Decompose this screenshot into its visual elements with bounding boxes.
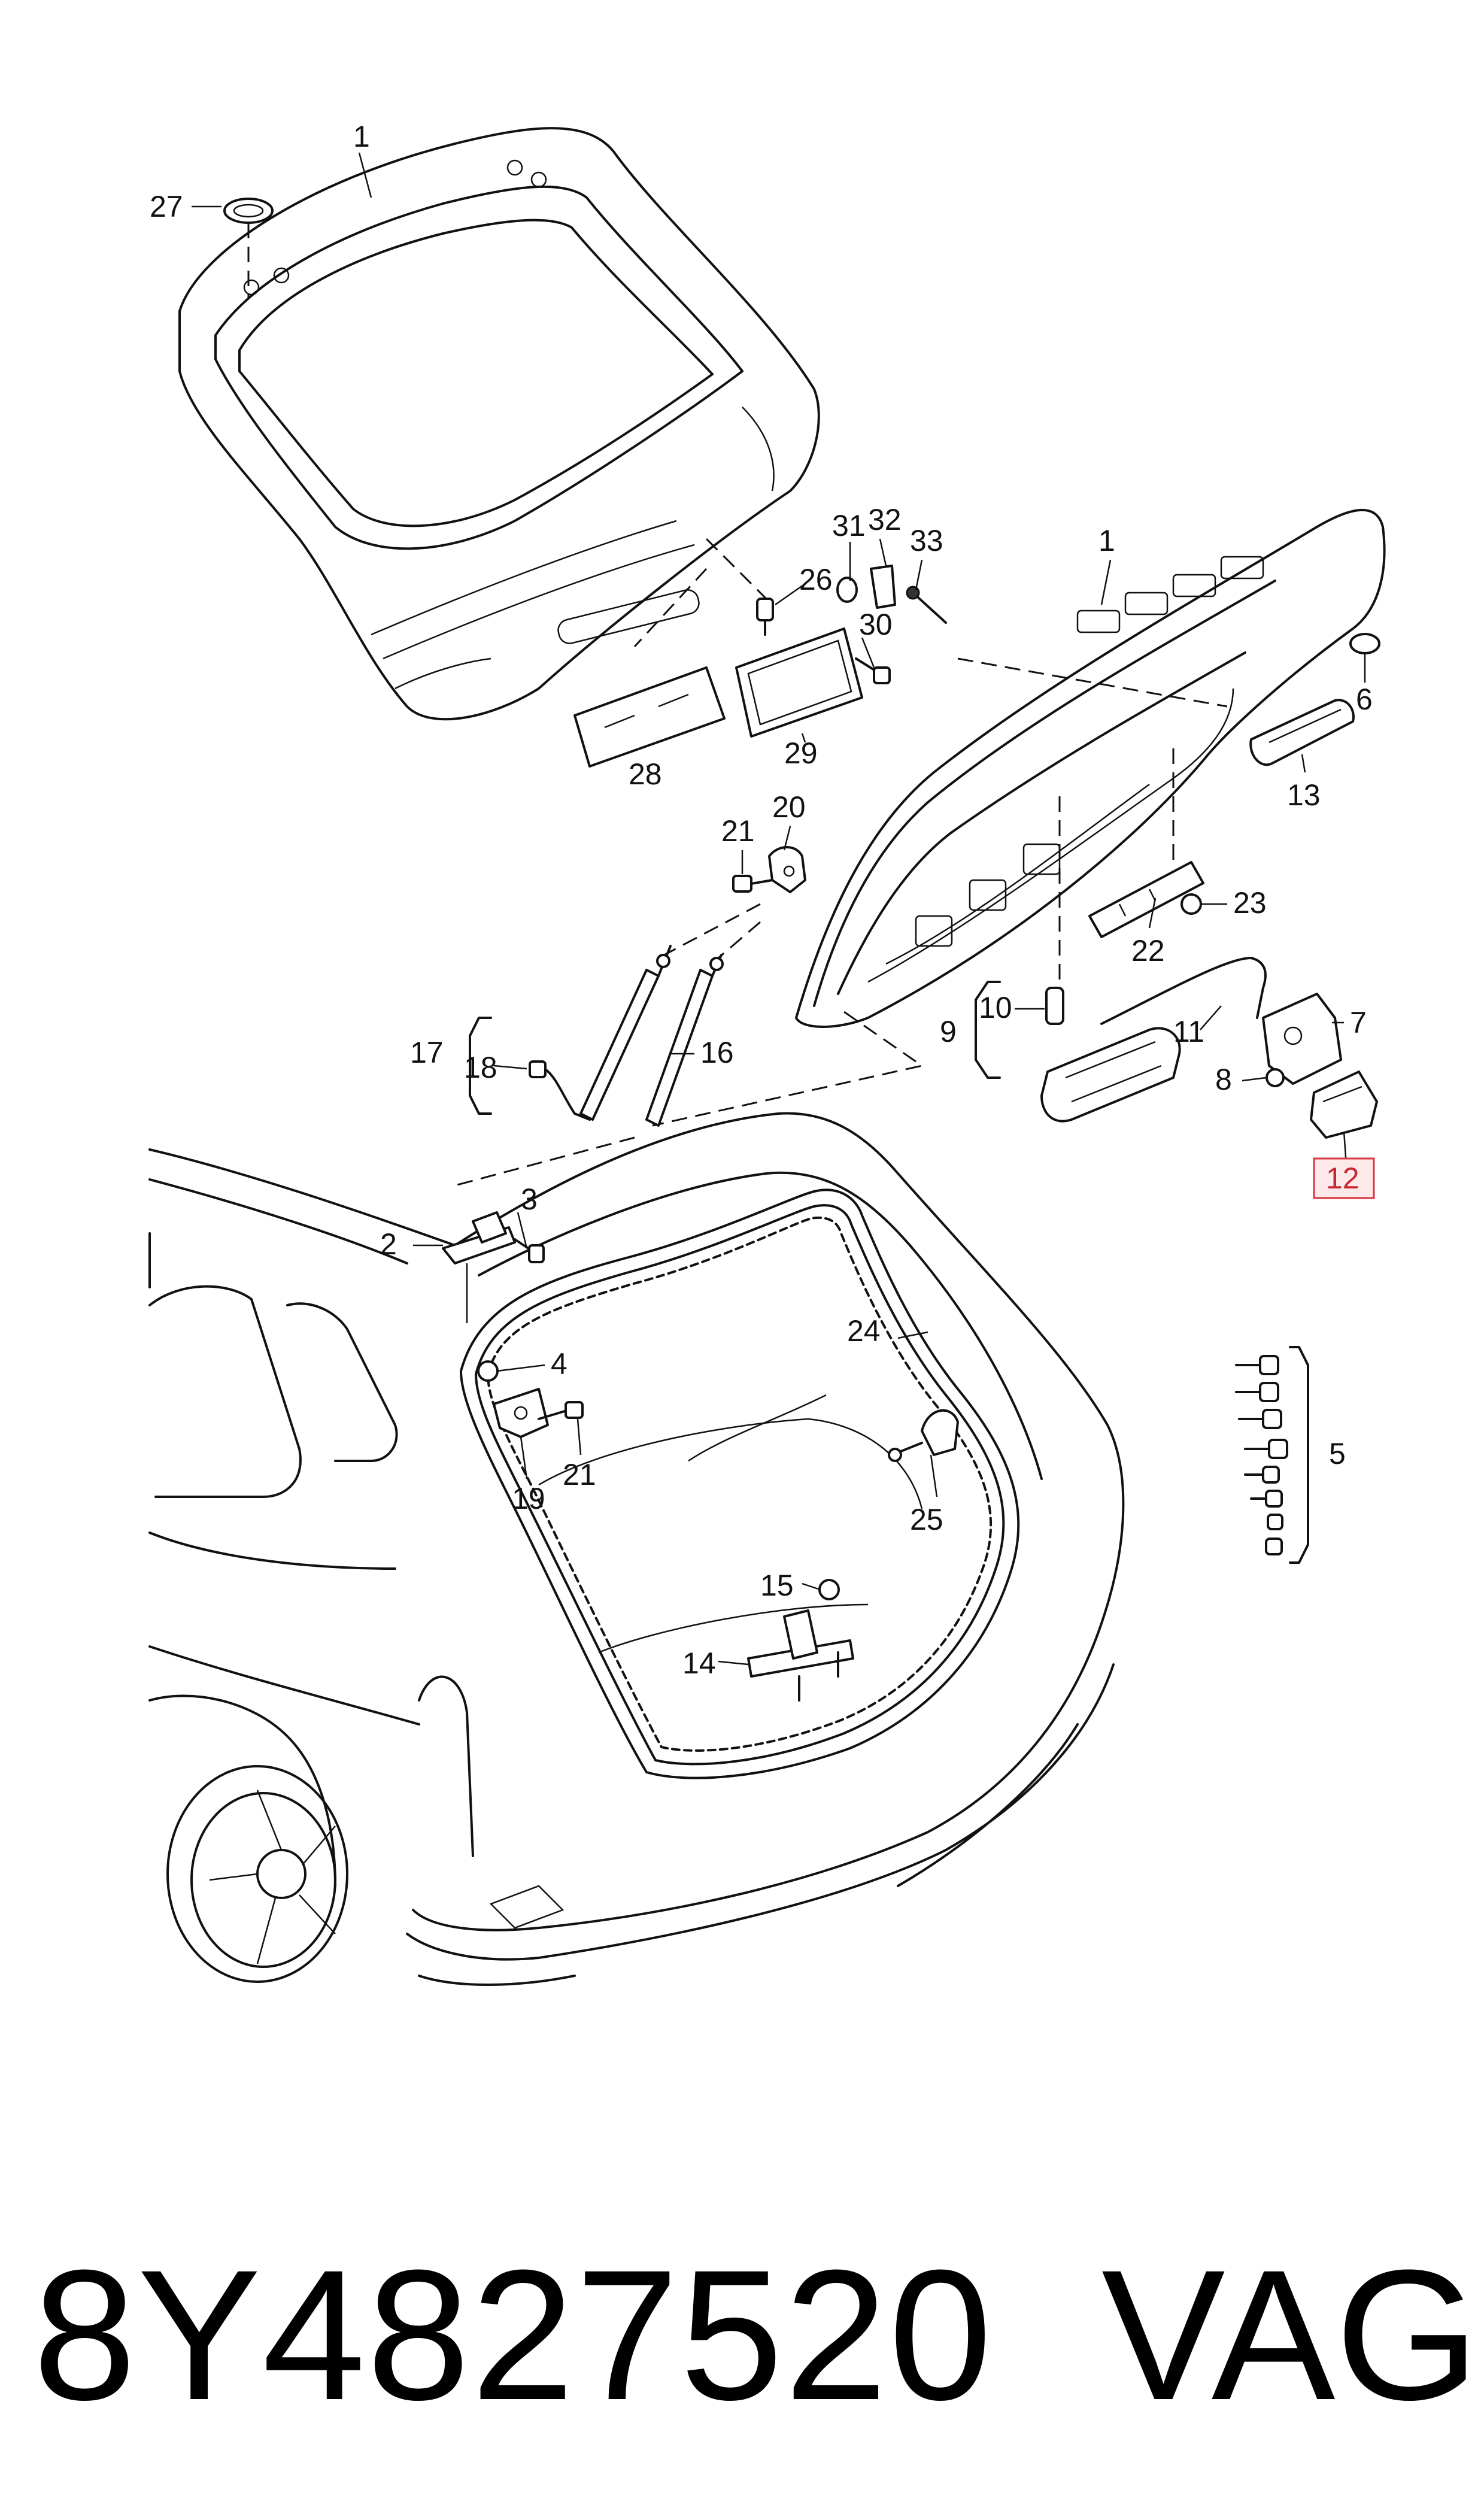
- leader-dash-17: [658, 903, 761, 959]
- callout-16: 16: [700, 1036, 734, 1069]
- car-body: [148, 1112, 1125, 1986]
- brace-5: [1289, 1346, 1309, 1564]
- callout-12-highlight: 12: [1313, 1157, 1375, 1199]
- callout-20: 20: [772, 790, 806, 824]
- callout-31: 31: [832, 509, 866, 542]
- callout-9: 9: [940, 1015, 957, 1048]
- callout-13: 13: [1287, 778, 1321, 812]
- part-26-bolt: [756, 598, 774, 636]
- callout-10: 10: [979, 991, 1012, 1024]
- part-29-plate: [735, 627, 863, 738]
- callout-27: 27: [150, 190, 183, 223]
- callout-32: 32: [868, 503, 902, 536]
- leader-dash-16: [718, 921, 761, 959]
- callout-19: 19: [512, 1482, 545, 1515]
- leader-lines: [192, 152, 1366, 1666]
- callout-2: 2: [380, 1227, 397, 1261]
- callout-5: 5: [1329, 1437, 1346, 1470]
- part-21-bolt-upper: [732, 875, 773, 893]
- callout-14: 14: [682, 1646, 716, 1680]
- part-24-seal: [487, 1216, 992, 1752]
- callout-18: 18: [464, 1051, 497, 1084]
- part-23-nut: [1180, 893, 1202, 915]
- callout-26: 26: [799, 563, 833, 596]
- callout-22: 22: [1131, 934, 1165, 968]
- callout-1-inner: 1: [1098, 524, 1115, 557]
- part-27-grommet: [223, 198, 274, 299]
- callout-24: 24: [847, 1314, 881, 1348]
- callout-33: 33: [910, 524, 943, 557]
- part-13-handle: [1249, 699, 1355, 766]
- tailgate-inner-panel: [795, 508, 1386, 1028]
- part-16-gas-strut: [645, 954, 724, 1127]
- callout-21-upper: 21: [721, 814, 755, 848]
- part-22-damper: [1088, 861, 1204, 938]
- callout-1-outer: 1: [353, 120, 370, 153]
- leader-dash-28: [633, 568, 708, 648]
- callout-15: 15: [760, 1569, 794, 1602]
- callout-12: 12: [1326, 1162, 1359, 1195]
- callout-7: 7: [1350, 1006, 1367, 1039]
- callout-8: 8: [1215, 1063, 1232, 1096]
- leader-dash-9: [652, 1011, 924, 1127]
- part-2-hinge: [442, 1211, 516, 1323]
- part-12-cover: [1310, 1071, 1378, 1139]
- callout-17: 17: [410, 1036, 444, 1069]
- callout-28: 28: [629, 757, 662, 791]
- leader-dash-26: [705, 538, 767, 600]
- part-9-motor: [1040, 1027, 1181, 1123]
- manufacturer-label: VAG: [1101, 2231, 1480, 2439]
- callout-25: 25: [910, 1503, 943, 1536]
- brace-9: [975, 981, 1001, 1079]
- part-30-screw: [855, 657, 891, 684]
- part-7-lock: [1262, 993, 1342, 1085]
- part-5-fasteners: [1235, 1355, 1288, 1555]
- part-3-bolt: [514, 1238, 545, 1263]
- callout-11: 11: [1173, 1015, 1204, 1048]
- callout-4: 4: [551, 1347, 567, 1381]
- exploded-parts-diagram: 1 27 31 32 33 26 30 29 28 1 6 13 21 20 2…: [148, 120, 1386, 1986]
- part-25-bracket: [888, 1409, 959, 1462]
- callout-21-lower: 21: [563, 1458, 596, 1491]
- callout-29: 29: [784, 736, 818, 770]
- part-15-nut: [818, 1579, 840, 1600]
- part-28-film: [573, 666, 726, 768]
- part-20-bracket: [768, 846, 806, 893]
- part-8-bolt: [1266, 1068, 1285, 1087]
- part-19-bracket: [493, 1388, 549, 1438]
- callout-6: 6: [1356, 683, 1373, 716]
- callout-23: 23: [1233, 886, 1267, 920]
- part-21-bolt-lower: [538, 1401, 584, 1420]
- part-4-nut: [477, 1360, 499, 1382]
- part-6-cap: [1349, 633, 1380, 654]
- part-18-cable: [529, 1060, 591, 1121]
- parts-31-32-33: [836, 565, 947, 624]
- callout-30: 30: [859, 608, 893, 641]
- part-number: 8Y4827520: [33, 2231, 994, 2439]
- callout-3: 3: [521, 1182, 538, 1216]
- brace-17: [469, 1017, 492, 1115]
- tailgate-outer-panel: [178, 127, 820, 721]
- part-11-cable: [1100, 957, 1267, 1025]
- part-10-connector: [1045, 987, 1064, 1025]
- part-17-gas-strut: [579, 945, 672, 1121]
- leader-dash-3: [454, 1136, 635, 1187]
- part-14-striker: [747, 1609, 854, 1702]
